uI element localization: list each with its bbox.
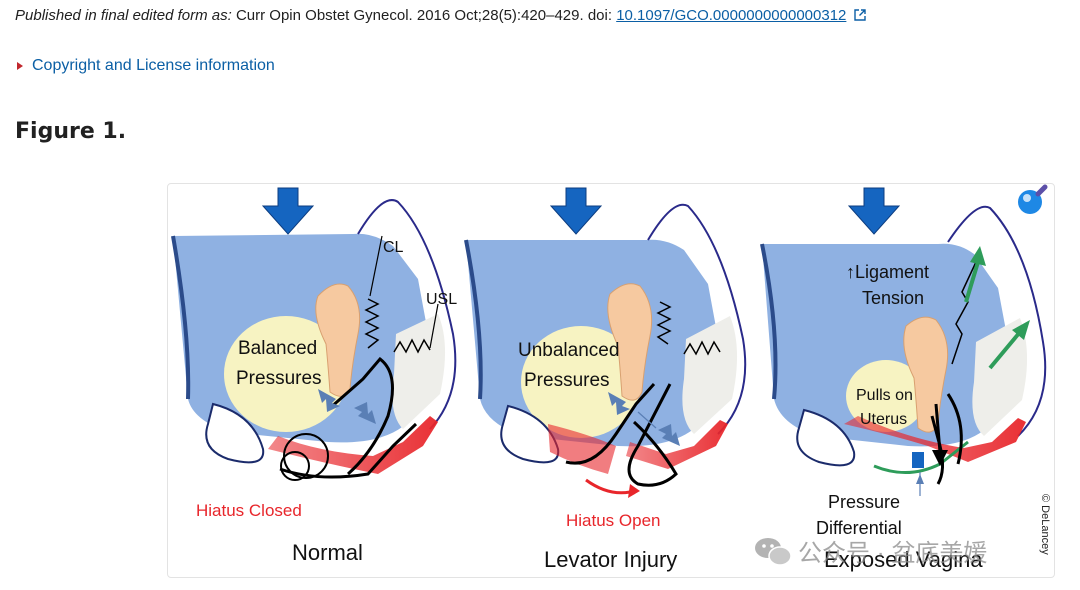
pelvis-outline-2 (647, 203, 747, 435)
label-usl: USL (426, 291, 457, 308)
injury-arrow (585, 478, 631, 495)
sacrum-region-3 (972, 318, 1028, 436)
levator-muscle (268, 416, 438, 474)
usl-line (429, 303, 439, 349)
spine-line-3 (760, 243, 778, 400)
expand-triangle-icon (17, 62, 23, 70)
external-link-icon[interactable] (853, 9, 866, 21)
label-uterus: Uterus (860, 411, 907, 428)
injury-arrow-head (628, 484, 640, 498)
pull-arrow-head (932, 450, 948, 466)
vaginal-wall-a (565, 382, 656, 465)
hiatus-ring (280, 451, 310, 481)
wechat-icon (755, 538, 792, 566)
label-balanced: Balanced (238, 338, 317, 359)
down-arrow-normal (261, 187, 315, 235)
caption-levator-injury: Levator Injury (544, 547, 677, 572)
citation-source: Curr Opin Obstet Gynecol. 2016 Oct;28(5)… (235, 7, 613, 24)
down-arrow-exposed (847, 187, 901, 235)
figure-title: Figure 1. (15, 119, 127, 144)
cl-line (369, 235, 383, 297)
pressure-arrow-1 (318, 389, 340, 412)
perineal-tissue-2 (500, 404, 560, 464)
down-arrow-levator (549, 187, 603, 235)
doi-link[interactable]: 10.1097/GCO.0000000000000312 (616, 7, 847, 24)
caption-exposed-vagina: Exposed Vagina (824, 547, 983, 572)
pelvis-outline (357, 199, 457, 430)
panel-exposed-vagina: ↑Ligament Tension Pulls on Uterus Pressu… (760, 187, 1047, 572)
green-arrow-cl-head (970, 246, 986, 266)
label-pulls-on: Pulls on (856, 387, 913, 404)
pelvic-floor-diagram: CL USL Balanced Pressures Hiatus Closed … (171, 187, 1051, 572)
label-hiatus-closed: Hiatus Closed (196, 501, 302, 520)
pressure-zone (224, 316, 348, 432)
label-pressure: Pressure (828, 492, 900, 512)
copyright-license-toggle[interactable]: Copyright and License information (17, 57, 275, 75)
label-differential: Differential (816, 518, 902, 538)
vaginal-wall-b (627, 383, 678, 487)
pressure-indicator-head (916, 474, 924, 484)
copyright-license-link[interactable]: Copyright and License information (32, 57, 275, 74)
pressure-arrow-3 (608, 392, 630, 415)
citation-line: Published in final edited form as: Curr … (15, 7, 866, 24)
label-cl: CL (383, 239, 404, 256)
label-tension: Tension (862, 288, 924, 308)
label-unbalanced: Unbalanced (518, 340, 619, 361)
label-hiatus-open: Hiatus Open (566, 511, 661, 530)
panel-levator-injury: Unbalanced Pressures Hiatus Open Levator… (464, 187, 747, 572)
spine-line (171, 235, 191, 400)
usl-spring (393, 338, 431, 354)
caption-normal: Normal (292, 540, 363, 565)
magnifier-icon (1018, 184, 1048, 214)
figure-image[interactable]: CL USL Balanced Pressures Hiatus Closed … (167, 183, 1055, 578)
pressure-arrow-4 (658, 424, 680, 446)
levator-muscle-torn-b (626, 420, 728, 469)
pressure-zone-3 (846, 360, 926, 432)
label-pressures: Pressures (236, 368, 322, 389)
vaginal-wall-2 (329, 356, 394, 476)
credit-text: © DeLancey (1039, 494, 1051, 555)
hiatus-ring-2 (283, 433, 329, 479)
levator-muscle-torn-a (548, 424, 616, 474)
label-pressures-2: Pressures (524, 370, 610, 391)
watermark-text: 公众号 · 盆底美媛 (798, 540, 987, 567)
pull-arrow (934, 403, 942, 453)
sacrum-region-2 (682, 316, 738, 434)
pressure-block-icon (912, 452, 924, 468)
sacrum-region (392, 314, 446, 429)
zoom-button[interactable] (1014, 184, 1050, 220)
pelvis-outline-3 (947, 205, 1047, 437)
uterus-2 (607, 283, 653, 401)
cl-spring (364, 298, 380, 349)
perineal-tissue (205, 402, 265, 464)
spine-line-2 (464, 239, 483, 400)
usl-spring-2 (683, 340, 721, 356)
cl-spring-2 (656, 301, 672, 345)
green-arrow-usl-head (1012, 320, 1030, 340)
panel-normal: CL USL Balanced Pressures Hiatus Closed … (171, 187, 457, 565)
gap-indicator (637, 411, 657, 429)
levator-muscle-3 (844, 416, 1026, 462)
green-arrow-cl (964, 261, 980, 303)
pressure-zone-2 (521, 326, 641, 438)
watermark: 公众号 · 盆底美媛 (755, 538, 987, 567)
green-arrow-usl (988, 330, 1022, 370)
citation-prefix: Published in final edited form as: (15, 7, 232, 24)
label-ligament: ↑Ligament (846, 262, 929, 282)
perineal-tissue-3 (796, 408, 856, 467)
ligament-zigzag (951, 261, 977, 365)
pressure-arrow-2 (354, 402, 376, 424)
